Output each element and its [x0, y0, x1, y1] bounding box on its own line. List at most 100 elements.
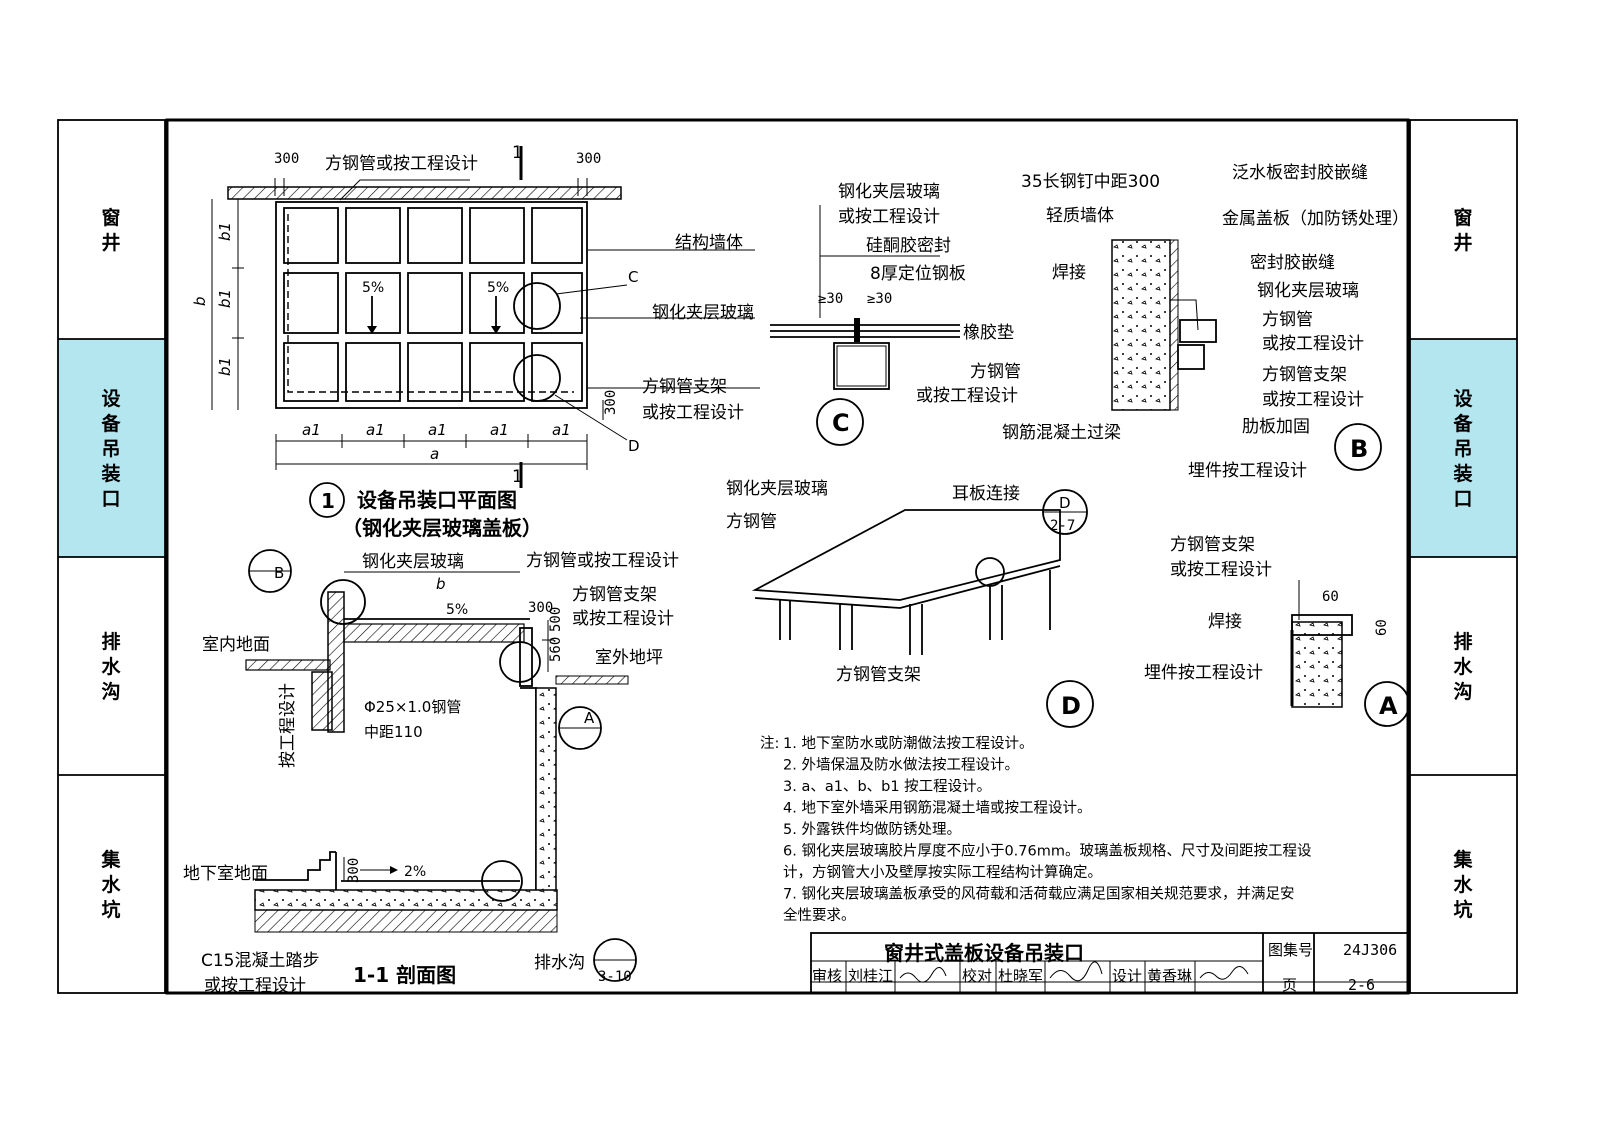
sidebar-active-bg-right: [1411, 339, 1516, 557]
detail-b-label: B: [1350, 435, 1368, 463]
sidebar-right-item-0[interactable]: 窗井: [1453, 206, 1472, 254]
tb-design-label: 设计: [1112, 967, 1142, 985]
detail-a-bracket: 方钢管支架: [1170, 535, 1255, 555]
detail-b-bracket: 方钢管支架: [1262, 365, 1347, 385]
note-line: 6. 钢化夹层玻璃胶片厚度不应小于0.76mm。玻璃盖板规格、尺寸及间距按工程设: [783, 842, 1311, 860]
detail-d: [751, 489, 1094, 728]
detail-b-weld: 焊接: [1052, 263, 1086, 283]
detail-c-line5: 橡胶垫: [963, 323, 1014, 343]
plan-dim-a1-5: a1: [552, 421, 571, 439]
plan-dim-b1-2: b1: [216, 289, 234, 308]
tb-atlas-label: 图集号: [1268, 941, 1313, 959]
detail-b-pipe: 方钢管: [1262, 310, 1313, 330]
section-label-pipe: 方钢管或按工程设计: [526, 551, 679, 571]
tb-checker: 杜晓军: [998, 967, 1043, 985]
plan-dim-300-right: 300: [576, 151, 601, 167]
detail-b-rib: 肋板加固: [1242, 417, 1310, 437]
detail-a-dim-h: 60: [1322, 589, 1339, 605]
plan-view: [211, 146, 760, 518]
detail-a-bracket2: 或按工程设计: [1170, 560, 1272, 580]
sidebar-left-item-2[interactable]: 排水沟: [101, 630, 121, 703]
note-line: 7. 钢化夹层玻璃盖板承受的风荷载和活荷载应满足国家相关规范要求，并满足安: [783, 885, 1294, 903]
detail-d-bracket: 方钢管支架: [836, 665, 921, 685]
tb-check-label: 校对: [962, 967, 992, 985]
plan-title-num: 1: [321, 489, 335, 513]
section-ref-drain: 3-10: [598, 969, 632, 985]
tb-reviewer: 刘桂江: [848, 967, 893, 985]
sidebar-right-item-3[interactable]: 集水坑: [1452, 848, 1473, 921]
plan-callout-d-letter: D: [628, 437, 640, 455]
section-dim-300: 300: [528, 600, 553, 616]
detail-b-wall: 轻质墙体: [1046, 206, 1114, 226]
section-label-step2: 或按工程设计: [204, 976, 306, 996]
detail-b: [1111, 239, 1382, 471]
detail-b-seal: 密封胶嵌缝: [1250, 253, 1335, 273]
section-label-drain: 排水沟: [534, 953, 585, 973]
sidebar-right-item-2[interactable]: 排水沟: [1453, 630, 1473, 703]
detail-b-beam: 钢筋混凝土过梁: [1002, 423, 1121, 443]
note-line: 4. 地下室外墙采用钢筋混凝土墙或按工程设计。: [783, 800, 1091, 817]
sidebar-left-item-3[interactable]: 集水坑: [100, 848, 121, 921]
sidebar-right-item-1[interactable]: 设备吊装口: [1452, 388, 1473, 510]
section-label-outdoor: 室外地坪: [595, 648, 663, 668]
plan-label-bracket2: 或按工程设计: [642, 403, 744, 423]
detail-a: [1290, 580, 1410, 727]
section-slope-top: 5%: [446, 602, 468, 618]
notes-list: 1. 地下室防水或防潮做法按工程设计。2. 外墙保温及防水做法按工程设计。3. …: [783, 735, 1311, 924]
detail-c-line1: 钢化夹层玻璃: [838, 182, 940, 202]
plan-slope-2: 5%: [487, 280, 509, 296]
plan-subtitle: （钢化夹层玻璃盖板）: [342, 516, 542, 540]
detail-b-glass: 钢化夹层玻璃: [1257, 281, 1359, 301]
section-label-pipe-spec: Φ25×1.0钢管: [364, 698, 461, 716]
detail-c-label: C: [832, 409, 850, 437]
section-label-bracket: 方钢管支架: [572, 585, 657, 605]
tb-atlas-no: 24J306: [1343, 941, 1397, 959]
detail-b-embed: 埋件按工程设计: [1188, 461, 1307, 481]
detail-a-dim-v: 60: [1374, 619, 1390, 636]
plan-dim-b1-3: b1: [216, 357, 234, 376]
note-line: 1. 地下室防水或防潮做法按工程设计。: [783, 735, 1033, 752]
sidebar-left-item-0[interactable]: 窗井: [101, 206, 120, 254]
plan-dim-b1-1: b1: [216, 222, 234, 241]
section-label-indoor: 室内地面: [202, 635, 270, 655]
section-dim-b: b: [436, 575, 446, 593]
plan-dim-a1-1: a1: [302, 421, 321, 439]
detail-a-embed: 埋件按工程设计: [1144, 663, 1263, 683]
plan-section-mark-top: 1: [512, 143, 523, 163]
detail-c-dim1: ≥30: [818, 291, 843, 307]
plan-label-glass: 钢化夹层玻璃: [652, 303, 754, 323]
sidebar-active-bg: [59, 339, 164, 557]
section-dim-560: 560: [548, 637, 564, 662]
section-dim-300-bottom: 300: [346, 858, 362, 883]
detail-b-pipe2: 或按工程设计: [1262, 334, 1364, 354]
section-callout-a-letter: A: [584, 709, 595, 727]
note-line: 2. 外墙保温及防水做法按工程设计。: [783, 757, 1019, 774]
plan-dim-a1-3: a1: [428, 421, 447, 439]
sidebar-left-item-1[interactable]: 设备吊装口: [100, 388, 121, 510]
plan-slope-1: 5%: [362, 280, 384, 296]
title-block: [810, 932, 1409, 994]
right-sidebar: [1409, 119, 1518, 994]
detail-c-line3: 硅酮胶密封: [866, 236, 951, 256]
plan-dim-b: b: [191, 296, 209, 306]
detail-b-bracket2: 或按工程设计: [1262, 390, 1364, 410]
section-callout-b-letter: B: [274, 564, 284, 582]
section-label-glass: 钢化夹层玻璃: [362, 552, 464, 572]
plan-title: 设备吊装口平面图: [357, 488, 517, 512]
plan-label-bracket: 方钢管支架: [642, 377, 727, 397]
detail-c-line7: 或按工程设计: [916, 386, 1018, 406]
detail-c-line6: 方钢管: [970, 362, 1021, 382]
note-line: 计，方钢管大小及壁厚按实际工程结构计算确定。: [783, 864, 1102, 881]
section-label-basement: 地下室地面: [183, 864, 268, 884]
note-line: 全性要求。: [783, 906, 856, 924]
plan-label-pipe: 方钢管或按工程设计: [325, 154, 478, 174]
section-label-bracket2: 或按工程设计: [572, 609, 674, 629]
detail-b-cover: 金属盖板（加防锈处理）: [1222, 209, 1409, 229]
detail-d-ear: 耳板连接: [952, 484, 1020, 504]
detail-c-dim2: ≥30: [867, 291, 892, 307]
plan-section-mark-bottom: 1: [512, 467, 523, 487]
plan-dim-a1-2: a1: [366, 421, 385, 439]
note-line: 5. 外露铁件均做防锈处理。: [783, 821, 961, 838]
